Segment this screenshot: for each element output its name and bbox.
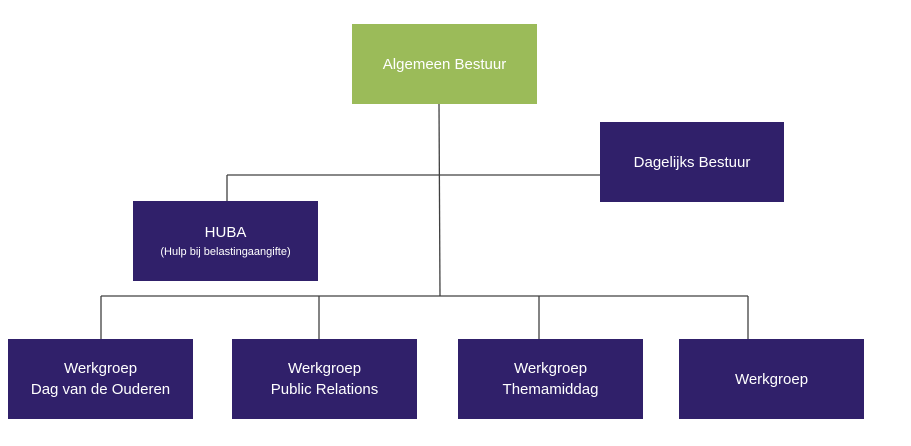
node-label-line2: Public Relations [270, 381, 379, 398]
node-algemeen-bestuur: Algemeen Bestuur [352, 24, 537, 104]
node-label-line2: Dag van de Ouderen [30, 381, 171, 398]
node-werkgroep-themamiddag: Werkgroep Themamiddag [458, 339, 643, 419]
node-label-line1: Werkgroep [63, 360, 138, 377]
node-label: HUBA [204, 223, 247, 241]
node-label-line1: Werkgroep [513, 360, 588, 377]
node-label: Dagelijks Bestuur [633, 153, 751, 171]
node-label: Werkgroep [734, 370, 809, 388]
node-sublabel: (Hulp bij belastingaangifte) [160, 245, 291, 258]
node-dagelijks-bestuur: Dagelijks Bestuur [600, 122, 784, 202]
node-werkgroep: Werkgroep [679, 339, 864, 419]
node-label-line2: Themamiddag [502, 381, 599, 398]
node-huba: HUBA (Hulp bij belastingaangifte) [133, 201, 318, 281]
node-werkgroep-dag-van-de-ouderen: Werkgroep Dag van de Ouderen [8, 339, 193, 419]
node-label-line1: Werkgroep [287, 360, 362, 377]
node-werkgroep-public-relations: Werkgroep Public Relations [232, 339, 417, 419]
connector-trunk [438, 103, 441, 297]
node-label: Algemeen Bestuur [382, 55, 507, 73]
